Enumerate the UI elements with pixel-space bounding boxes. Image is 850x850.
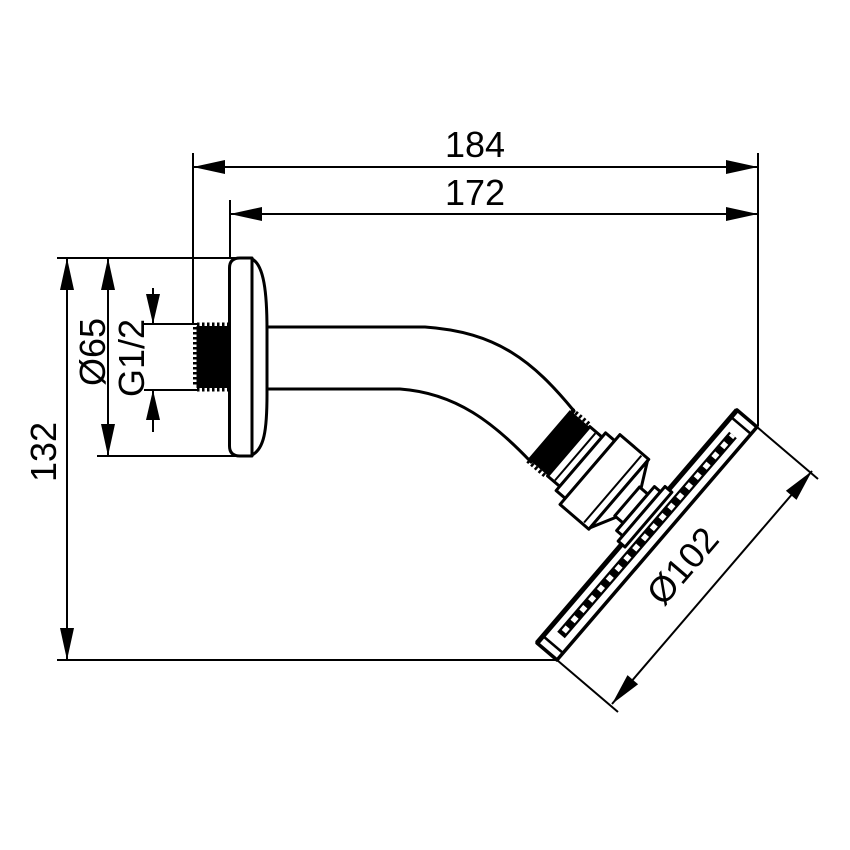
wall-flange-plate: [228, 256, 254, 458]
dim-label-flange-diameter: Ø65: [72, 318, 113, 386]
connector-nut-divider: [583, 455, 643, 524]
connector-thread-band: [528, 410, 590, 476]
arrowhead: [146, 390, 160, 420]
shower-arm-outline: [262, 325, 576, 464]
head-rim-line-bottom: [542, 635, 564, 654]
dimension-line-head-diameter: [611, 470, 813, 705]
thread-nipple: [193, 322, 230, 392]
dim-label-overall-projection: 184: [445, 124, 505, 165]
arrowhead: [230, 207, 262, 221]
arrowhead: [60, 258, 74, 290]
connector-thread-serration-bottom: [526, 459, 548, 479]
arrowhead: [101, 258, 115, 290]
arrowhead: [785, 471, 812, 500]
dim-label-arm-projection: 172: [445, 172, 505, 213]
arrowhead: [726, 207, 758, 221]
dim-label-connection-thread: G1/2: [111, 319, 152, 397]
wall-flange-cone: [250, 257, 269, 457]
arrowhead: [146, 294, 160, 324]
dim-label-height-drop: 132: [23, 422, 64, 482]
arrowhead: [612, 675, 639, 704]
connector-assembly: [526, 407, 674, 549]
arrowhead: [193, 160, 225, 174]
head-rim-line-top: [730, 416, 752, 435]
connector-ring-divider: [554, 432, 597, 482]
arrowhead: [60, 628, 74, 660]
connector-flare-2: [616, 484, 674, 549]
extension-line-head-corner-top: [756, 426, 819, 480]
spray-nozzle-band: [557, 431, 737, 639]
extension-line-head-corner-bottom: [556, 659, 619, 713]
arrowhead: [726, 160, 758, 174]
arrowhead: [101, 424, 115, 456]
